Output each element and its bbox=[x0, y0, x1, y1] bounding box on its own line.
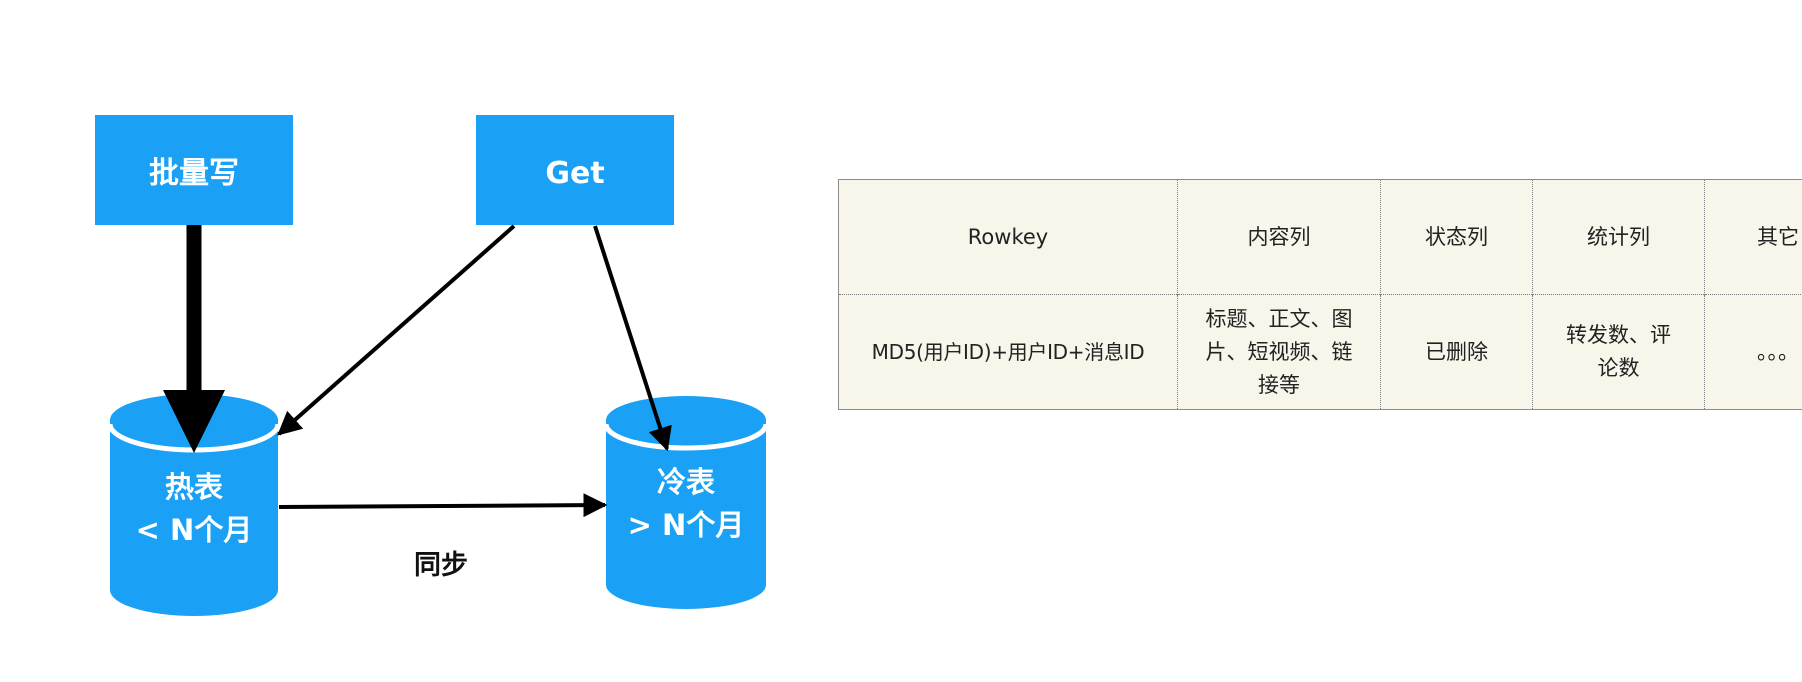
edge-get-to-cold-table bbox=[593, 225, 672, 452]
cell-line: 论数 bbox=[1597, 356, 1640, 380]
sync-label: 同步 bbox=[414, 550, 468, 581]
cell-line: 接等 bbox=[1258, 372, 1300, 397]
get-label: Get bbox=[545, 156, 604, 191]
cold-table-label-line1: 冷表 bbox=[657, 465, 715, 499]
table-cell-other: 。。。 bbox=[1704, 294, 1802, 410]
table-cell-rowkey: MD5(用户ID)+用户ID+消息ID bbox=[838, 294, 1178, 410]
rowkey-schema-table: Rowkey 内容列 状态列 统计列 其它 MD5(用户ID)+用户ID+消息I… bbox=[838, 179, 1802, 410]
cell-line: 标题、正文、图 bbox=[1205, 306, 1353, 331]
cell-line: MD5(用户ID)+用户ID+消息ID bbox=[871, 339, 1145, 364]
table-header-cell: 内容列 bbox=[1177, 179, 1381, 295]
table-header-cell: 其它 bbox=[1704, 179, 1802, 295]
get-node: Get bbox=[476, 115, 674, 225]
hot-table-label-line2: < N个月 bbox=[136, 513, 253, 547]
table-header-cell: 统计列 bbox=[1532, 179, 1705, 295]
edge-batch-write-to-hot-table bbox=[163, 225, 225, 453]
batch-write-label: 批量写 bbox=[149, 156, 239, 191]
table-header-cell: Rowkey bbox=[967, 224, 1049, 249]
cold-table-label-line2: > N个月 bbox=[628, 508, 745, 542]
cell-line: 片、短视频、链 bbox=[1205, 339, 1353, 364]
cell-line: 转发数、评 bbox=[1566, 323, 1671, 347]
cold-table-node: 冷表 > N个月 bbox=[603, 396, 769, 609]
hot-table-label-line1: 热表 bbox=[165, 470, 223, 504]
table-row: MD5(用户ID)+用户ID+消息ID 标题、正文、图 片、短视频、链 接等 已… bbox=[838, 294, 1802, 410]
table-cell-stats: 转发数、评 论数 bbox=[1532, 294, 1705, 410]
cell-line: 。。。 bbox=[1757, 339, 1799, 364]
table-cell-content: 标题、正文、图 片、短视频、链 接等 bbox=[1177, 294, 1381, 410]
edge-get-to-hot-table bbox=[277, 224, 516, 436]
cell-line: 已删除 bbox=[1425, 339, 1488, 364]
table-cell-status: 已删除 bbox=[1380, 294, 1533, 410]
table-header-row: Rowkey 内容列 状态列 统计列 其它 bbox=[839, 179, 1802, 295]
batch-write-node: 批量写 bbox=[95, 115, 293, 225]
table-header-cell: 状态列 bbox=[1380, 179, 1533, 295]
edge-hot-to-cold-sync bbox=[278, 493, 608, 518]
